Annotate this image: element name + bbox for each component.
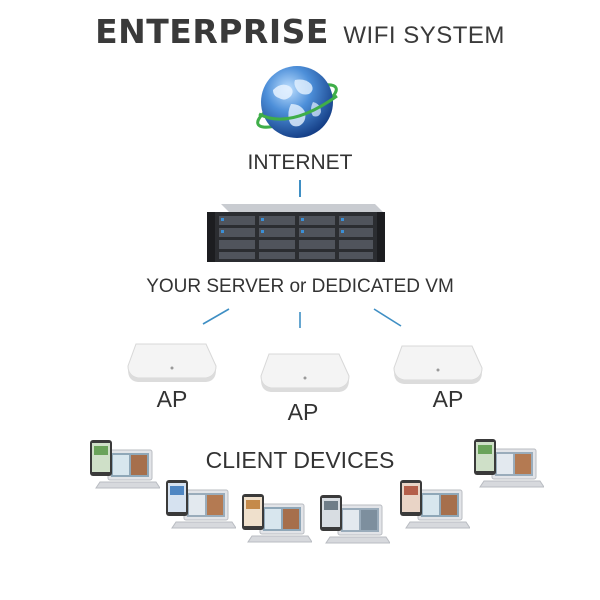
title-main: ENTERPRISE xyxy=(95,12,329,51)
laptop-tablet-icon xyxy=(166,480,236,529)
connector-ap-left xyxy=(202,308,230,325)
wifi-access-point-icon xyxy=(260,353,350,392)
laptop-tablet-icon xyxy=(242,494,312,543)
ap-label-right: AP xyxy=(432,386,464,412)
connector-ap-right xyxy=(373,308,402,327)
laptop-tablet-icon xyxy=(400,480,470,529)
ap-label-center: AP xyxy=(287,399,319,425)
internet-connector xyxy=(299,180,301,197)
server-label: YOUR SERVER or DEDICATED VM xyxy=(146,276,454,297)
ap-label-left: AP xyxy=(156,386,188,412)
internet-label: INTERNET xyxy=(247,151,353,174)
client-devices-label: CLIENT DEVICES xyxy=(205,447,395,473)
diagram-title: ENTERPRISE WIFI SYSTEM xyxy=(0,12,600,51)
laptop-tablet-icon xyxy=(90,440,160,489)
title-sub: WIFI SYSTEM xyxy=(343,22,505,49)
laptop-tablet-icon xyxy=(474,439,544,488)
rack-server-icon xyxy=(207,204,385,262)
laptop-tablet-icon xyxy=(320,495,390,544)
wifi-access-point-icon xyxy=(393,345,483,384)
globe-icon xyxy=(256,66,338,138)
wifi-access-point-icon xyxy=(127,343,217,382)
